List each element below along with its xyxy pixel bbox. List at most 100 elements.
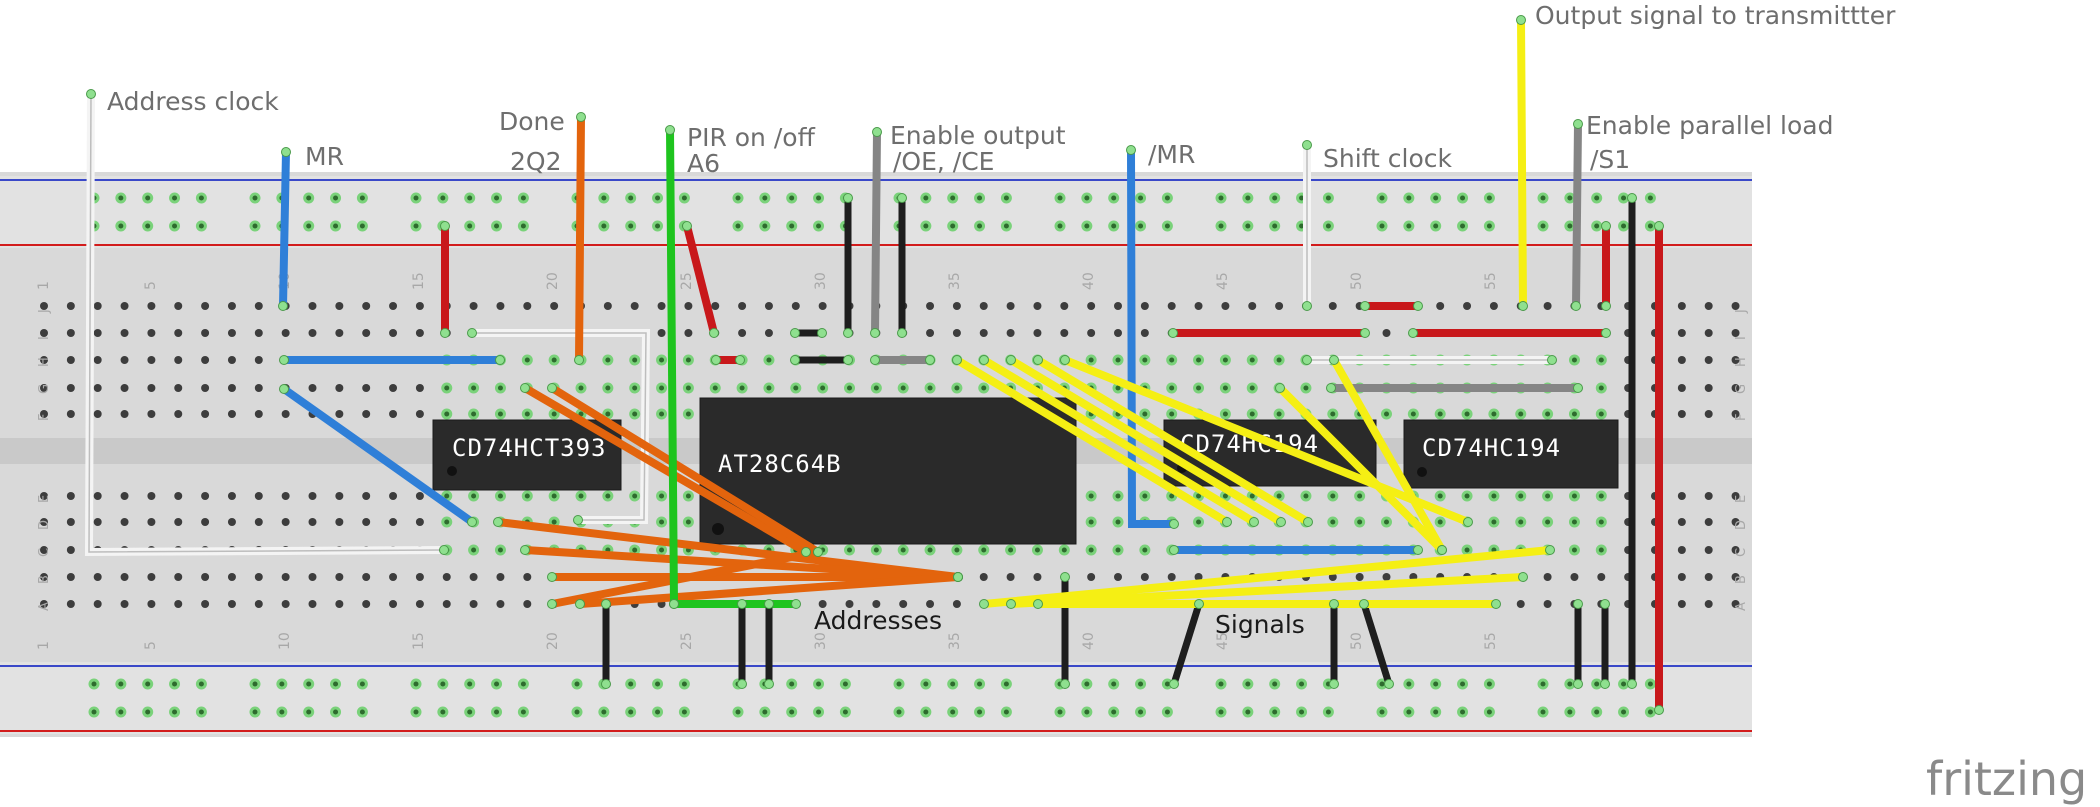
breadboard-hole	[254, 384, 263, 392]
breadboard-hole-center	[578, 411, 584, 417]
breadboard-hole-center	[551, 411, 557, 417]
wire-end	[897, 193, 907, 203]
wire-yellow-10	[1330, 356, 1446, 554]
breadboard-hole	[926, 329, 935, 337]
breadboard-hole-center	[1540, 681, 1546, 687]
label-done-sub: 2Q2	[510, 147, 562, 176]
breadboard-hole	[845, 600, 854, 608]
breadboard-hole-center	[172, 223, 178, 229]
colnum-bottom-30: 30	[813, 632, 829, 650]
breadboard-hole	[1194, 302, 1203, 310]
breadboard-hole-center	[252, 195, 258, 201]
breadboard-hole-center	[685, 357, 691, 363]
breadboard-hole	[415, 384, 424, 392]
row-letter-right-c: C	[1734, 548, 1749, 557]
breadboard-hole	[1677, 518, 1686, 526]
breadboard-hole	[308, 518, 317, 526]
breadboard-hole-center	[923, 709, 929, 715]
wire-end	[790, 355, 800, 365]
label-signals: Signals	[1215, 610, 1305, 639]
wire-end	[791, 599, 801, 609]
breadboard-hole-center	[1299, 223, 1305, 229]
breadboard-hole-center	[494, 681, 500, 687]
breadboard-hole-center	[605, 385, 611, 391]
label-address-clock: Address clock	[107, 87, 279, 116]
breadboard-hole-center	[91, 681, 97, 687]
breadboard-hole-center	[1571, 411, 1577, 417]
breadboard-hole	[764, 302, 773, 310]
breadboard-hole	[254, 410, 263, 418]
breadboard-hole	[40, 384, 48, 392]
breadboard-hole	[1704, 573, 1713, 581]
wire-end	[1491, 599, 1501, 609]
breadboard-hole	[1704, 600, 1713, 608]
breadboard-hole	[1704, 384, 1713, 392]
breadboard-hole-center	[1196, 385, 1202, 391]
breadboard-hole	[1677, 410, 1686, 418]
breadboard-hole-center	[198, 709, 204, 715]
breadboard-hole	[66, 356, 75, 364]
breadboard-hole	[496, 302, 505, 310]
breadboard-hole	[1704, 492, 1713, 500]
breadboard-hole-center	[927, 385, 933, 391]
wire-end	[547, 383, 557, 393]
breadboard-hole-center	[1276, 411, 1282, 417]
row-letter-right-f: F	[1734, 414, 1749, 421]
breadboard-hole	[1221, 302, 1230, 310]
breadboard-hole-center	[306, 681, 312, 687]
breadboard-hole-center	[1460, 195, 1466, 201]
wire-orange-1	[521, 384, 810, 556]
wire-end	[897, 328, 907, 338]
wire-end	[1329, 599, 1339, 609]
breadboard-hole	[1114, 573, 1122, 581]
wire-end	[1222, 517, 1232, 527]
breadboard-hole-center	[1169, 493, 1175, 499]
breadboard-hole-center	[306, 223, 312, 229]
breadboard-hole	[603, 302, 612, 310]
breadboard-hole-center	[574, 681, 580, 687]
breadboard-hole	[1328, 573, 1337, 581]
breadboard-hole-center	[601, 709, 607, 715]
breadboard-hole	[147, 518, 156, 526]
breadboard-hole-center	[578, 493, 584, 499]
breadboard-hole-center	[632, 357, 638, 363]
wire-end	[1329, 355, 1339, 365]
breadboard-hole-center	[896, 709, 902, 715]
breadboard-hole-center	[1567, 681, 1573, 687]
chip-label-shift2: CD74HC194	[1422, 434, 1561, 462]
breadboard-hole	[979, 329, 988, 337]
wire-end	[1518, 572, 1528, 582]
breadboard-hole-center	[551, 357, 557, 363]
breadboard-hole-center	[628, 709, 634, 715]
breadboard-hole-center	[605, 411, 611, 417]
breadboard-hole-center	[1164, 681, 1170, 687]
label-done: Done	[499, 107, 565, 136]
fritzing-logo: fritzing	[1926, 752, 2087, 806]
breadboard-hole-center	[1218, 195, 1224, 201]
wire-end	[979, 599, 989, 609]
row-letter-d: D	[37, 520, 52, 530]
wire-end	[843, 193, 853, 203]
breadboard-hole	[147, 302, 156, 310]
breadboard-hole-center	[1545, 519, 1551, 525]
breadboard-hole-center	[1464, 493, 1470, 499]
breadboard-hole-center	[605, 357, 611, 363]
wire-end	[870, 328, 880, 338]
breadboard-hole-center	[497, 493, 503, 499]
wire-end	[737, 599, 747, 609]
breadboard-hole-center	[681, 195, 687, 201]
wire-end	[952, 355, 962, 365]
breadboard-hole-center	[1545, 411, 1551, 417]
wire-end	[1516, 15, 1526, 25]
breadboard-hole-center	[816, 681, 822, 687]
breadboard-hole	[93, 573, 102, 581]
breadboard-hole	[1114, 302, 1122, 310]
breadboard-hole	[442, 600, 451, 608]
breadboard-hole-center	[762, 709, 768, 715]
breadboard-hole	[308, 600, 317, 608]
breadboard-hole	[227, 410, 236, 418]
breadboard-hole-center	[1196, 519, 1202, 525]
breadboard-hole	[120, 410, 129, 418]
breadboard-hole-center	[444, 493, 450, 499]
colnum-bottom-35: 35	[947, 632, 963, 650]
